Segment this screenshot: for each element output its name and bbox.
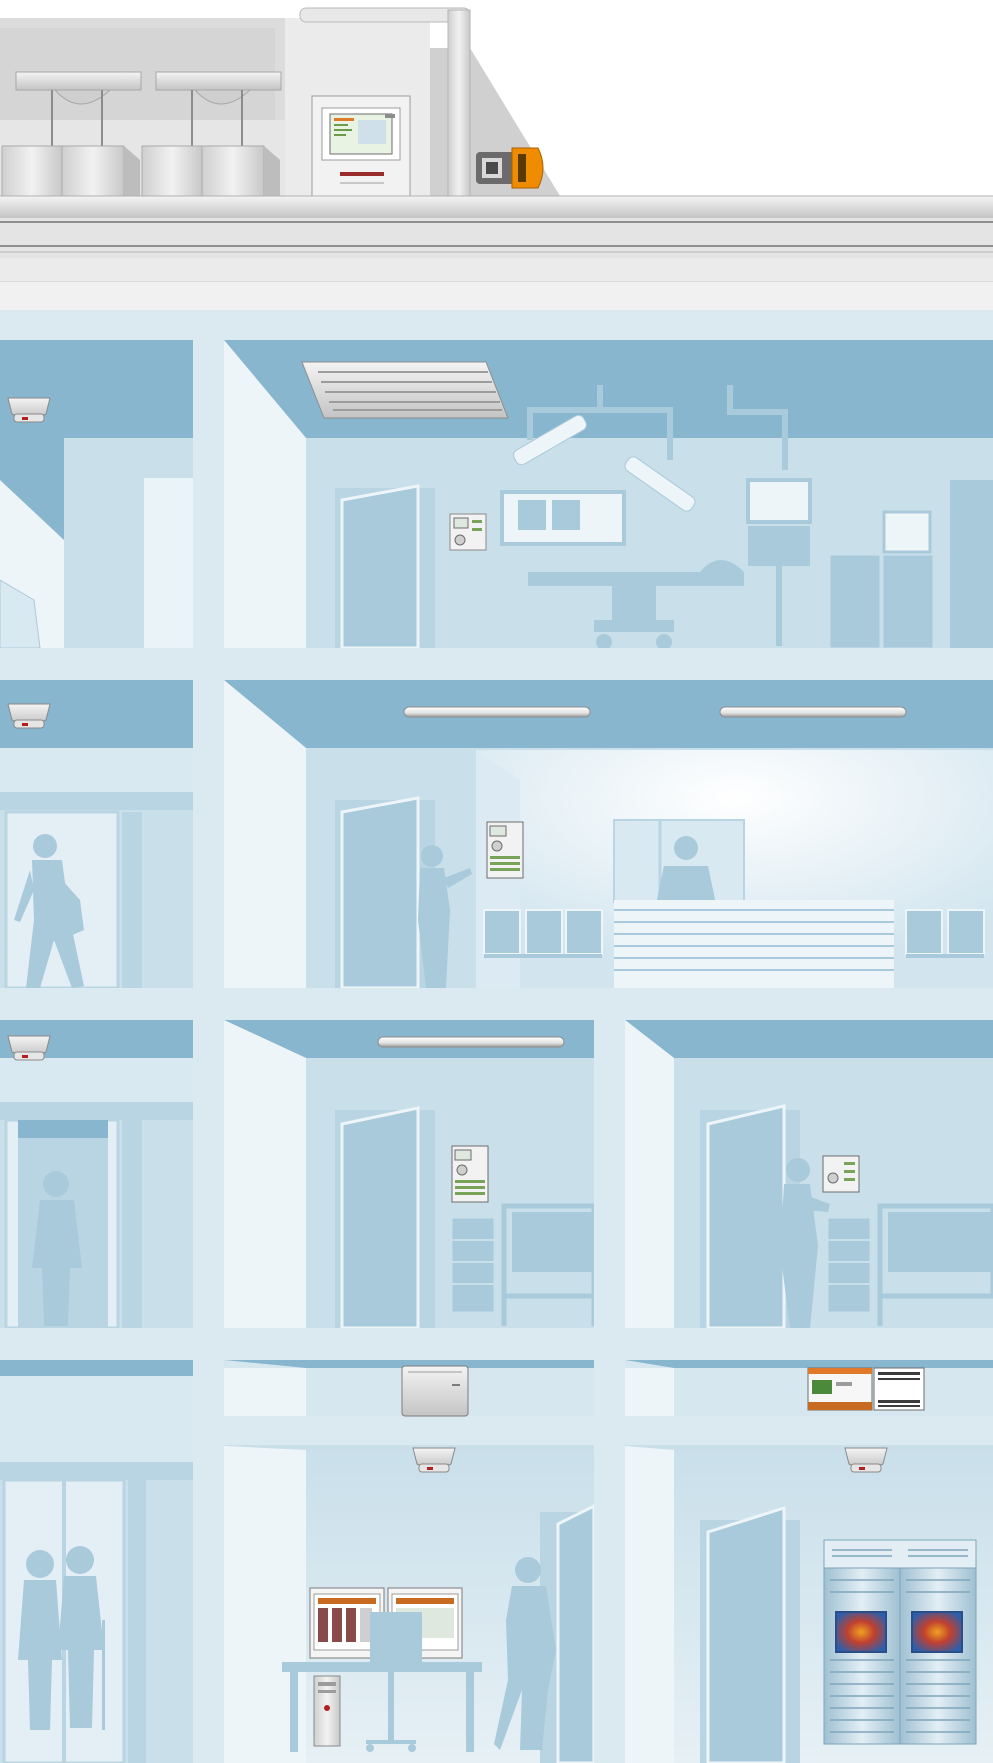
io-modules[interactable] xyxy=(808,1368,924,1410)
floor-operating-theatre xyxy=(0,340,993,650)
bedside-cabinet xyxy=(452,1218,494,1312)
room-controller-icon[interactable] xyxy=(450,514,486,550)
actuator-icon[interactable] xyxy=(476,148,543,188)
pc-tower xyxy=(314,1676,340,1746)
room-controller-icon[interactable] xyxy=(487,822,523,878)
room-controller-icon[interactable] xyxy=(823,1156,859,1192)
room-controller-icon[interactable] xyxy=(452,1146,488,1202)
bedside-cabinet xyxy=(828,1218,870,1312)
ceiling-light-icon[interactable] xyxy=(378,1037,564,1047)
smoke-detector-icon[interactable] xyxy=(8,1036,50,1060)
smoke-detector-icon[interactable] xyxy=(413,1448,455,1472)
roof-level xyxy=(0,8,993,310)
floor-technical-control xyxy=(0,1360,993,1763)
reception-desk xyxy=(614,900,894,988)
controller-cabinet[interactable] xyxy=(402,1366,468,1416)
ceiling-air-outlet[interactable] xyxy=(302,362,508,418)
floor-reception xyxy=(0,680,993,988)
smoke-detector-icon[interactable] xyxy=(8,398,50,422)
ceiling-light-icon[interactable] xyxy=(404,707,590,717)
smoke-detector-icon[interactable] xyxy=(845,1448,887,1472)
control-cabinet[interactable] xyxy=(312,96,410,196)
server-rack-icon[interactable] xyxy=(824,1540,976,1744)
smoke-detector-icon[interactable] xyxy=(8,704,50,728)
ceiling-light-icon[interactable] xyxy=(720,707,906,717)
floor-patient-rooms xyxy=(0,1020,993,1328)
